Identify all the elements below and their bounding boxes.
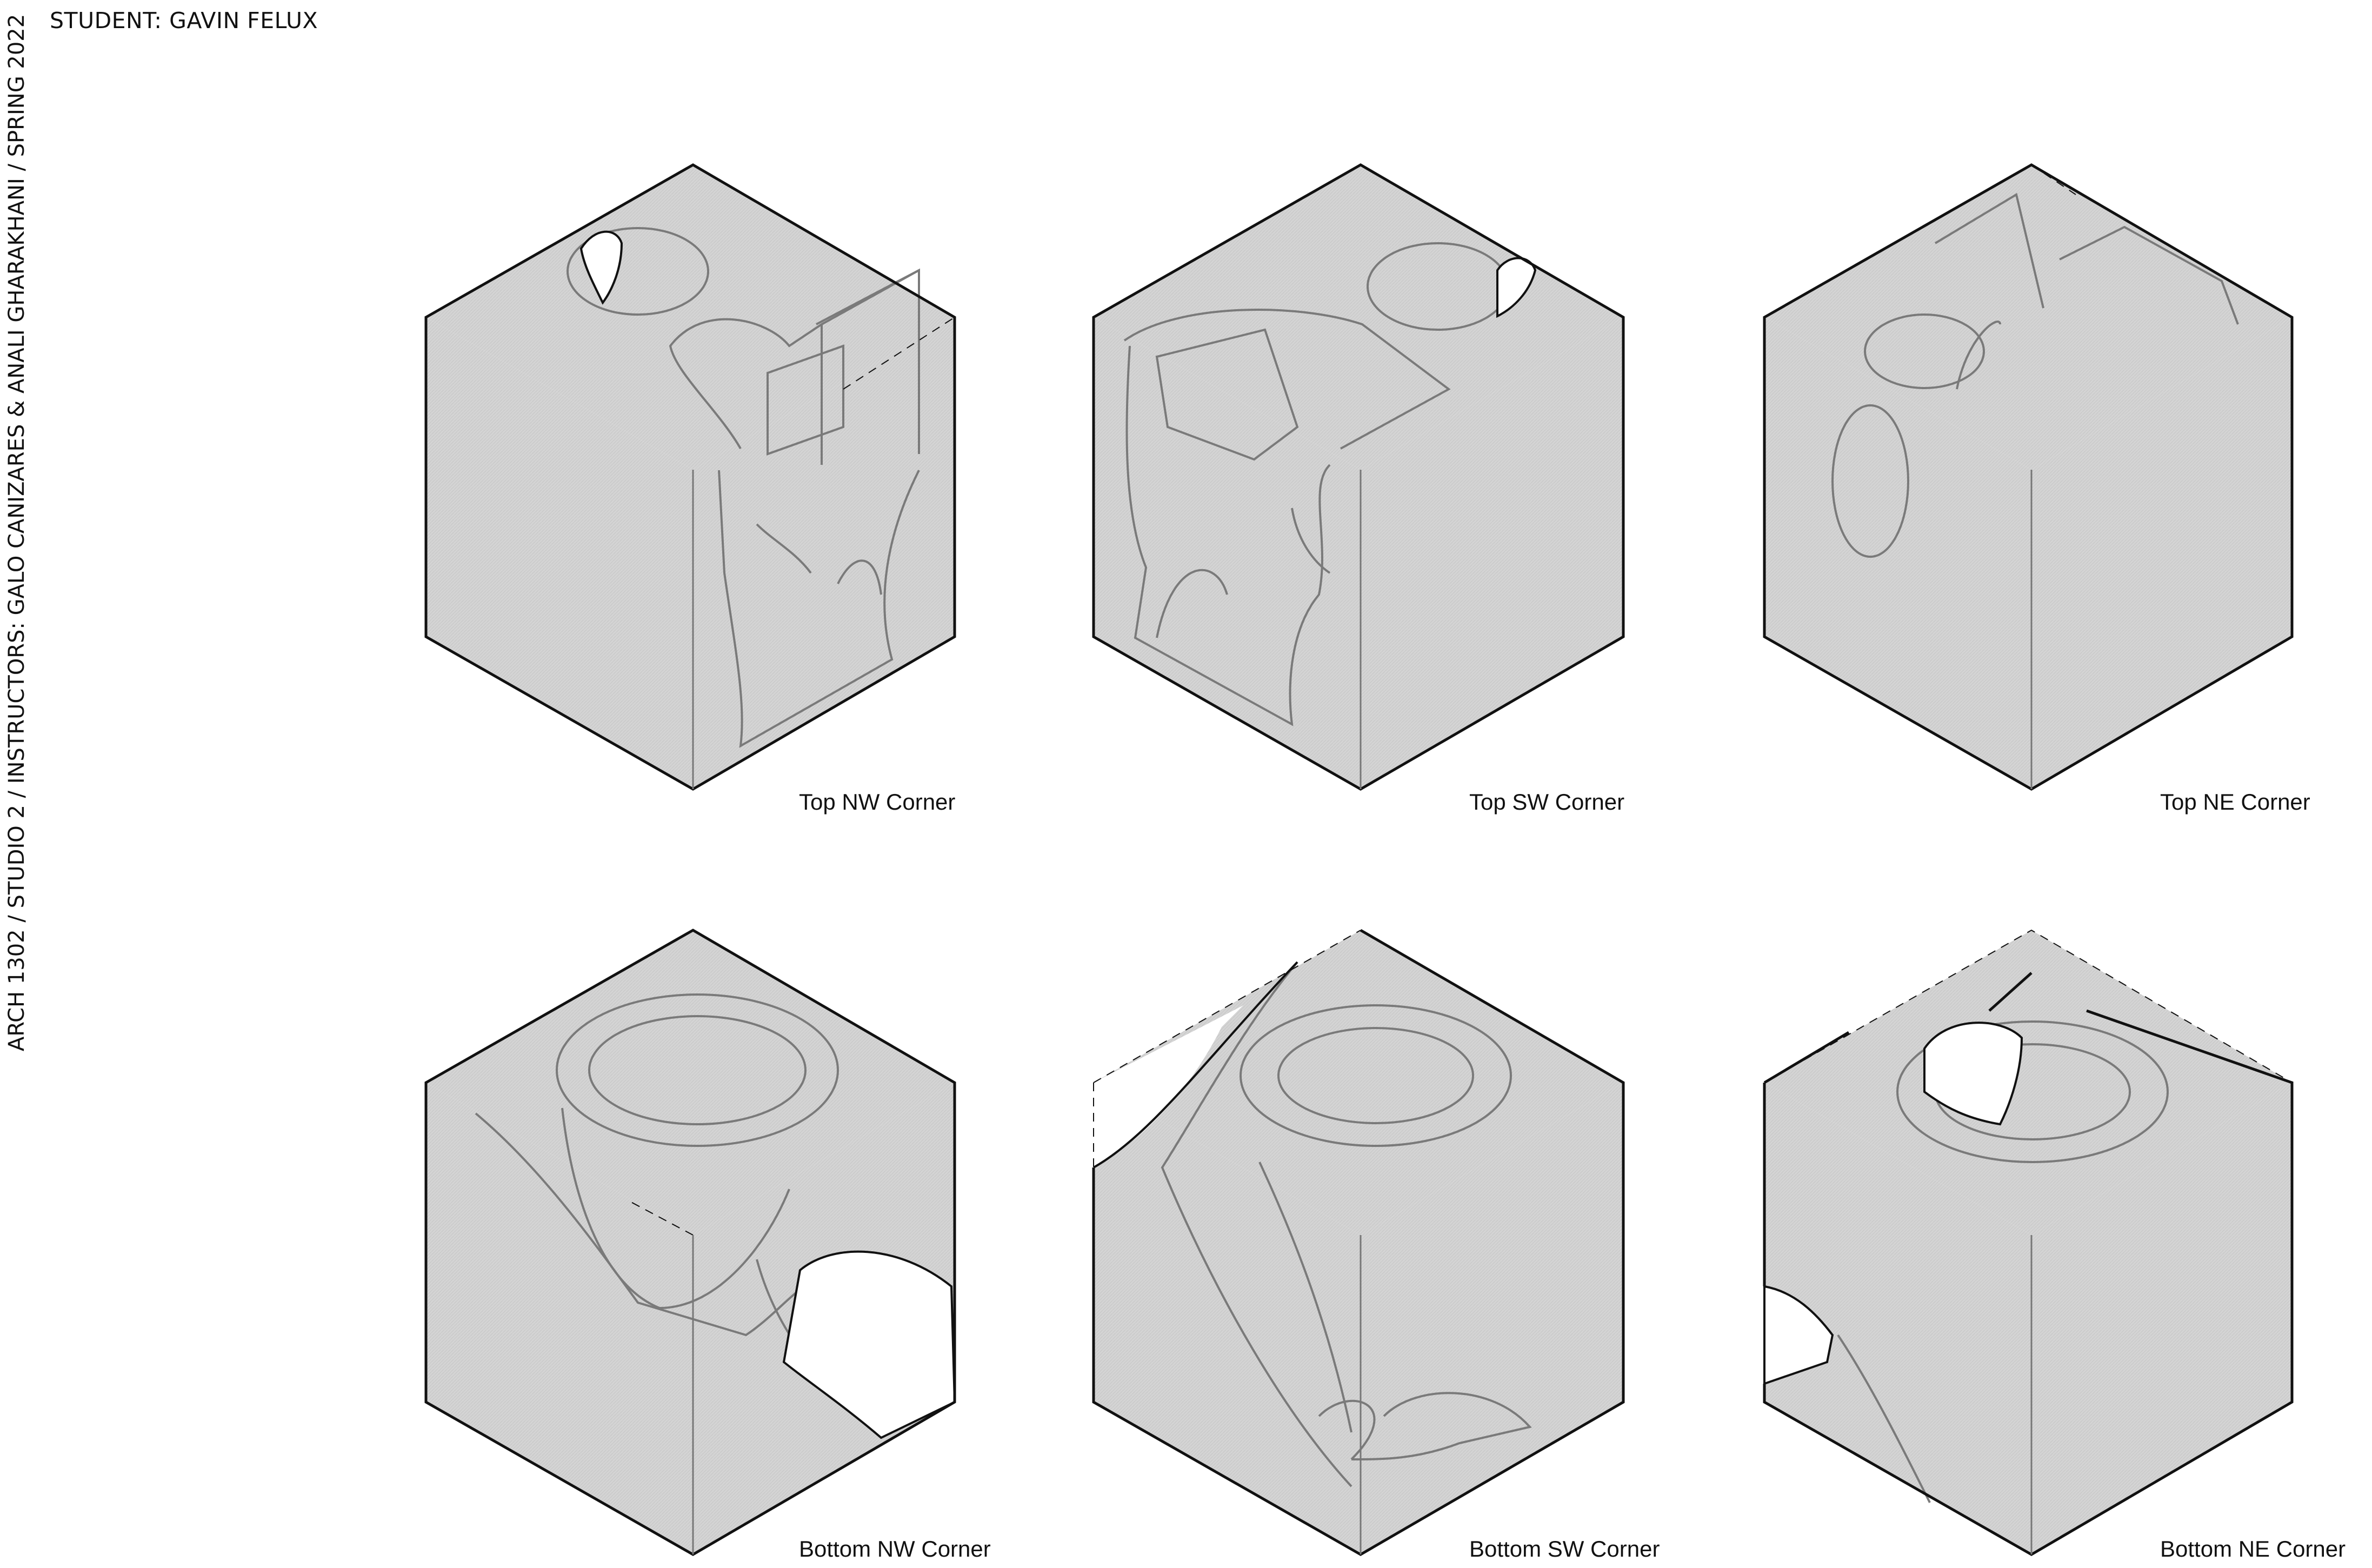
cube-top-face — [1764, 930, 2292, 1235]
caption-top-ne: Top NE Corner — [2160, 789, 2310, 815]
cube-top-sw — [1092, 163, 1625, 791]
carved-void — [669, 268, 920, 454]
student-name: STUDENT: GAVIN FELUX — [50, 8, 318, 34]
caption-bottom-ne: Bottom NE Corner — [2160, 1536, 2346, 1562]
carved-void — [1123, 309, 1451, 450]
caption-top-sw: Top SW Corner — [1469, 789, 1625, 815]
cube-left-face — [426, 317, 693, 789]
cube-right-face — [2031, 317, 2292, 789]
wall-opening — [1831, 404, 1909, 558]
cube-left-face — [1094, 317, 1361, 789]
ring-outer — [1240, 1004, 1512, 1147]
cube-left-face — [1764, 1083, 2031, 1554]
ring-outer — [1896, 1020, 2169, 1163]
cube-bottom-ne — [1763, 929, 2294, 1556]
cube-right-face — [1361, 317, 1623, 789]
cube-left-face — [1094, 1083, 1361, 1554]
carved-void — [1161, 961, 1352, 1487]
cube-left-face — [426, 1083, 693, 1554]
cube-top-ne — [1763, 163, 2294, 791]
ring-outer — [556, 993, 839, 1147]
ring-inner — [1277, 1027, 1474, 1124]
cube-right-face — [693, 317, 955, 789]
caption-top-nw: Top NW Corner — [799, 789, 956, 815]
roof-opening — [1864, 313, 1985, 389]
carved-void-2 — [718, 470, 920, 748]
ring-inner — [588, 1015, 807, 1125]
cube-bottom-sw — [1092, 929, 1625, 1556]
cube-bottom-nw — [424, 929, 956, 1556]
caption-bottom-nw: Bottom NW Corner — [799, 1536, 991, 1562]
caption-bottom-sw: Bottom SW Corner — [1469, 1536, 1660, 1562]
cube-left-face — [1764, 317, 2031, 789]
cube-right-face — [1361, 1083, 1623, 1554]
roof-opening — [567, 227, 709, 316]
cube-right-face — [2031, 1083, 2292, 1554]
cube-top-nw — [424, 163, 956, 791]
